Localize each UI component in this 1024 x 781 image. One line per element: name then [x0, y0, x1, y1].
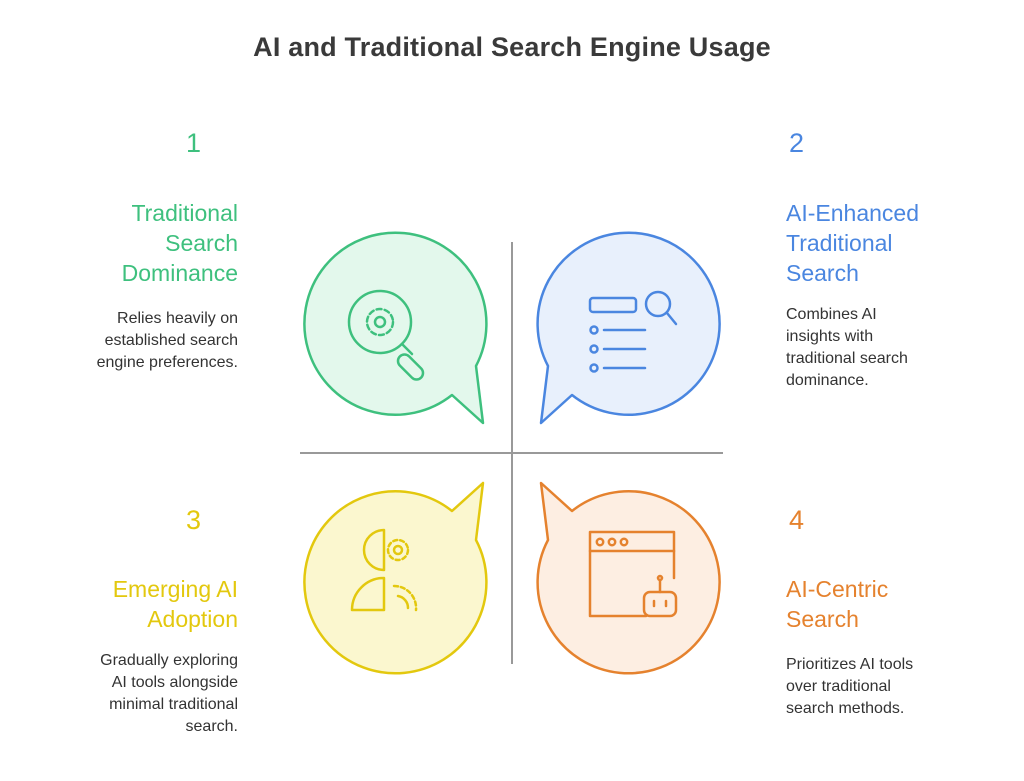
search-list-icon	[588, 290, 678, 373]
bubble-2	[536, 231, 721, 425]
page-title: AI and Traditional Search Engine Usage	[253, 32, 771, 62]
description-line: search.	[185, 718, 238, 735]
heading-line: Search	[786, 260, 859, 286]
bubble-4	[536, 481, 721, 675]
heading-line: Search	[786, 606, 859, 632]
quadrant-3-heading: Emerging AI Adoption	[38, 574, 238, 634]
description-line: engine preferences.	[96, 354, 238, 371]
heading-line: Search	[165, 230, 238, 256]
description-line: Relies heavily on	[117, 310, 238, 327]
heading-line: Traditional	[131, 200, 238, 226]
description-line: insights with	[786, 328, 874, 345]
quadrant-2-description: Combines AI insights with traditional se…	[786, 304, 1006, 392]
heading-line: Emerging AI	[112, 576, 238, 602]
quadrant-1-number: 1	[186, 128, 202, 158]
description-line: traditional search	[786, 350, 908, 367]
quadrant-2-heading: AI-Enhanced Traditional Search	[786, 198, 986, 288]
description-line: Prioritizes AI tools	[786, 656, 914, 673]
browser-robot-icon	[588, 530, 678, 618]
quadrant-3-number: 3	[186, 505, 202, 535]
bubble-3	[303, 481, 488, 675]
quadrant-1-heading: Traditional Search Dominance	[38, 198, 238, 288]
heading-line: AI-Centric	[786, 576, 889, 602]
description-line: minimal traditional	[109, 696, 238, 713]
description-line: AI tools alongside	[111, 674, 238, 691]
description-line: dominance.	[786, 372, 869, 389]
heading-line: Traditional	[786, 230, 893, 256]
gear-magnifier-icon	[347, 289, 425, 381]
quadrant-4-description: Prioritizes AI tools over traditional se…	[786, 654, 1006, 720]
description-line: Combines AI	[786, 306, 877, 323]
bubble-1	[303, 231, 488, 425]
description-line: established search	[104, 332, 238, 349]
quadrant-2-number: 2	[789, 128, 805, 158]
head-gears-icon	[350, 528, 418, 612]
description-line: over traditional	[786, 678, 891, 695]
quadrant-4-number: 4	[789, 505, 805, 535]
quadrant-1-description: Relies heavily on established search eng…	[18, 308, 238, 374]
quadrant-3-description: Gradually exploring AI tools alongside m…	[18, 650, 238, 738]
description-line: Gradually exploring	[100, 652, 238, 669]
heading-line: Adoption	[147, 606, 238, 632]
heading-line: AI-Enhanced	[786, 200, 919, 226]
heading-line: Dominance	[121, 260, 238, 286]
description-line: search methods.	[786, 700, 905, 717]
quadrant-4-heading: AI-Centric Search	[786, 574, 986, 634]
